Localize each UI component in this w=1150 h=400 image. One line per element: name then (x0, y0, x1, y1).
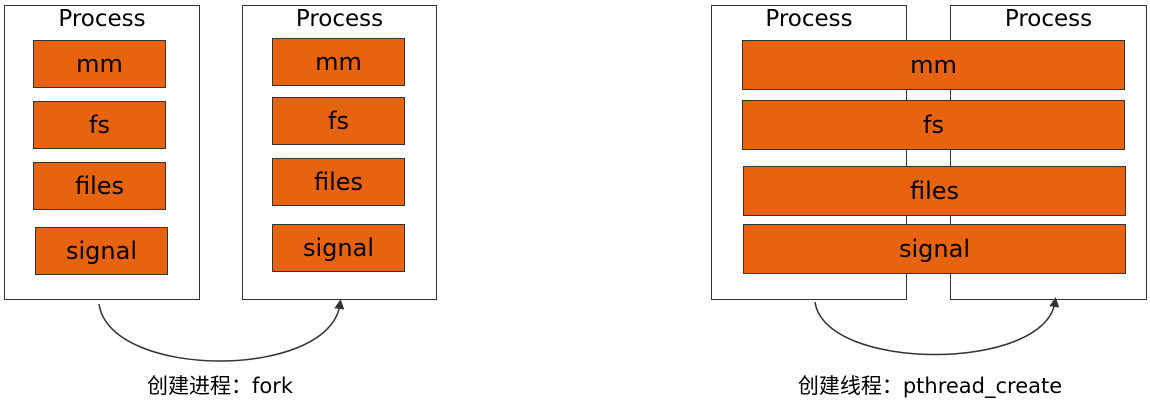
thread-shared-resource-mm: mm (742, 40, 1125, 90)
fork-left-resource-files: files (33, 162, 166, 210)
thread-shared-resource-signal: signal (743, 224, 1126, 274)
fork-right-resource-signal: signal (272, 224, 405, 272)
thread-left-process-title: Process (765, 6, 853, 32)
fork-right-resource-fs: fs (272, 97, 405, 145)
fork-right-resource-mm: mm (272, 38, 405, 86)
fork-right-process-title: Process (295, 6, 384, 32)
thread-right-process-title: Process (1004, 6, 1093, 32)
fork-left-resource-fs: fs (33, 101, 166, 149)
thread-caption: 创建线程：pthread_create (797, 374, 1063, 398)
fork-caption: 创建进程：fork (146, 374, 294, 398)
thread-shared-resource-fs: fs (742, 100, 1125, 150)
thread-shared-resource-files: files (743, 166, 1126, 216)
fork-right-resource-files: files (272, 158, 405, 206)
fork-left-resource-mm: mm (33, 40, 166, 88)
fork-left-process-title: Process (58, 6, 146, 32)
fork-left-resource-signal: signal (35, 227, 168, 275)
